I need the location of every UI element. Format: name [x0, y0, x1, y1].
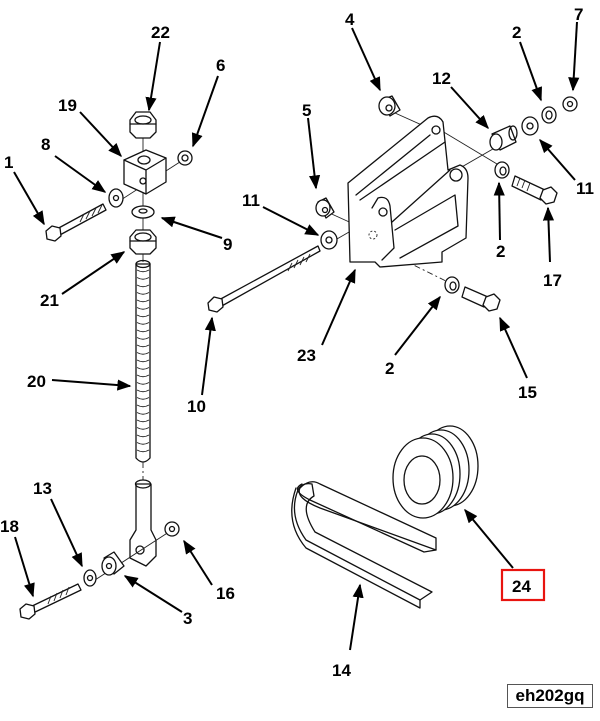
callout-16: 16 — [216, 584, 235, 603]
pulley-part-24 — [392, 425, 479, 519]
bolt-part-17 — [511, 175, 558, 205]
callout-labels: 22 6 19 8 1 9 21 20 13 18 3 16 4 5 11 10… — [0, 5, 594, 680]
callout-22: 22 — [151, 23, 170, 42]
callout-5: 5 — [302, 101, 311, 120]
lock-nut-part-6 — [177, 150, 193, 166]
callout-3: 3 — [183, 609, 192, 628]
callout-9: 9 — [223, 235, 232, 254]
callout-2-mid: 2 — [496, 242, 505, 261]
washer-part-11-right — [521, 116, 539, 136]
callout-19: 19 — [58, 96, 77, 115]
callout-2-bottom: 2 — [385, 359, 394, 378]
callout-11-left: 11 — [242, 191, 260, 210]
washer-part-11-left — [320, 230, 338, 250]
rod-block-assembly — [19, 111, 193, 620]
bushing-part-12 — [489, 125, 518, 151]
bolt-part-15 — [461, 286, 501, 312]
lock-washer-part-2-top — [541, 106, 557, 124]
lock-washer-part-2-mid — [494, 161, 510, 179]
hex-nut-part-22 — [129, 111, 157, 139]
bolt-part-10 — [207, 245, 321, 313]
clevis — [129, 479, 157, 567]
callout-23: 23 — [297, 346, 316, 365]
spacer-part-4 — [378, 95, 401, 117]
callout-8: 8 — [41, 135, 50, 154]
callout-17: 17 — [543, 271, 562, 290]
highlight-box-24 — [500, 568, 546, 602]
callout-13: 13 — [33, 479, 52, 498]
bolt-part-1 — [45, 203, 107, 242]
figure-id-label: eh202gq — [507, 684, 593, 708]
spacer-part-3 — [101, 551, 125, 576]
lock-washer-part-2-bottom — [444, 276, 460, 294]
lock-nut-part-7 — [562, 96, 578, 112]
block-part-19 — [123, 149, 167, 195]
bracket-part-23 — [347, 115, 469, 268]
callout-20: 20 — [27, 372, 46, 391]
callout-10: 10 — [187, 397, 206, 416]
bolt-part-18 — [19, 583, 82, 620]
washer-part-13 — [83, 569, 97, 587]
washer-part-8 — [108, 188, 124, 208]
callout-6: 6 — [216, 56, 225, 75]
callout-14: 14 — [332, 661, 351, 680]
leader-arrows — [13, 21, 580, 651]
callout-1: 1 — [4, 153, 13, 172]
callout-15: 15 — [518, 383, 537, 402]
washer-part-9 — [131, 205, 155, 219]
nut-part-16 — [164, 521, 180, 537]
threaded-rod-part-20 — [135, 254, 151, 480]
callout-18: 18 — [0, 517, 19, 536]
callout-4: 4 — [345, 10, 355, 29]
hex-nut-part-21 — [129, 229, 157, 255]
spacer-part-5 — [315, 197, 335, 219]
callout-24[interactable]: 24 — [512, 577, 531, 596]
callout-7: 7 — [574, 5, 583, 24]
bracket-assembly — [207, 95, 578, 313]
callout-11-right: 11 — [576, 179, 594, 198]
callout-12: 12 — [432, 69, 451, 88]
belt-part-14 — [291, 481, 437, 609]
callout-21: 21 — [40, 291, 59, 310]
callout-2-top: 2 — [512, 23, 521, 42]
